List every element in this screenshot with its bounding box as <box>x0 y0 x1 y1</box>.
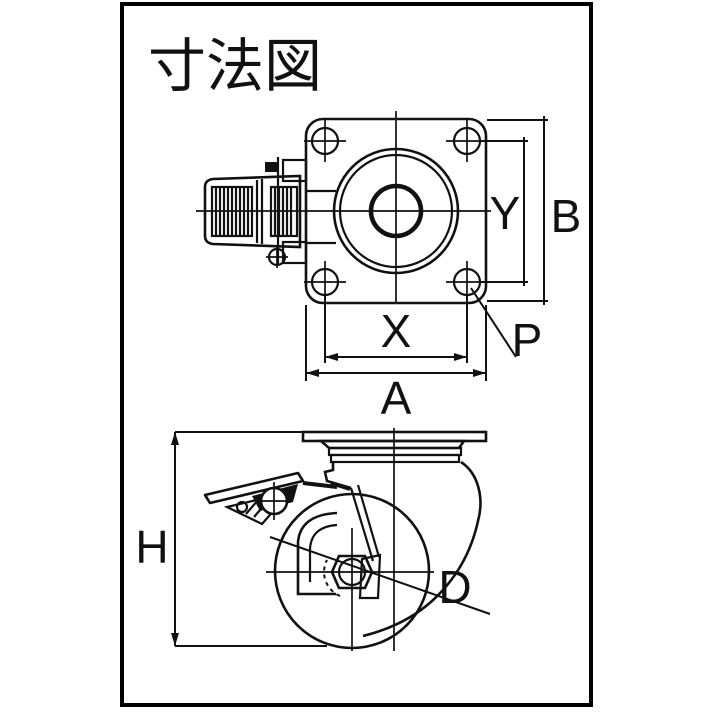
dim-label-y: Y <box>490 187 521 239</box>
swivel-races <box>327 446 463 464</box>
dim-label-h: H <box>135 521 168 573</box>
dim-label-x: X <box>381 305 412 357</box>
bolt-hole <box>304 120 346 162</box>
brake-pedal-side <box>203 471 338 526</box>
page-title: 寸法図 <box>148 34 322 99</box>
dim-label-p: P <box>512 314 543 366</box>
kingpin-hole-circle <box>368 183 424 239</box>
axle-bracket <box>296 511 338 596</box>
dimension-x: X <box>324 296 468 363</box>
dimension-a: A <box>305 305 487 424</box>
mounting-plate-outline <box>304 117 488 305</box>
side-view: H D <box>135 428 491 651</box>
swivel-race-outer-circle <box>332 147 460 275</box>
brake-lever-top <box>203 157 336 268</box>
fork-leg <box>323 462 382 600</box>
swivel-race-inner-circle <box>338 153 454 269</box>
dim-label-b: B <box>551 190 582 242</box>
dim-label-a: A <box>381 372 412 424</box>
dimension-d: D <box>269 536 491 615</box>
dim-label-d: D <box>438 561 471 613</box>
dimension-y: Y <box>479 137 528 286</box>
dimension-h: H <box>135 431 327 647</box>
fork-bell <box>362 460 482 638</box>
top-view: Y B X A P <box>196 111 581 424</box>
dimension-b: B <box>487 116 581 305</box>
dimension-p: P <box>470 287 543 366</box>
axle-hub <box>323 554 374 597</box>
